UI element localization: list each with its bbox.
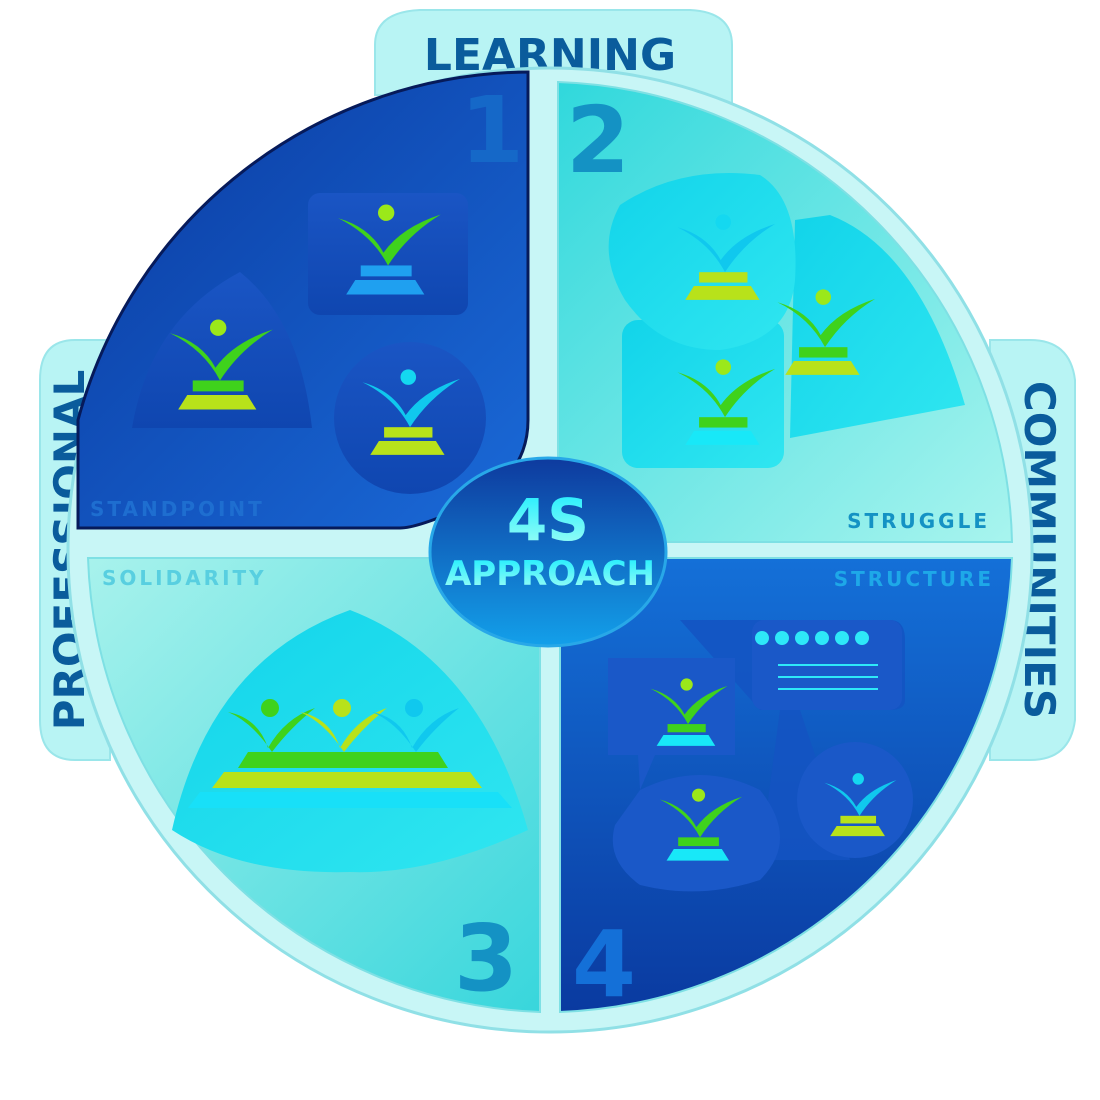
panel-shape: [790, 215, 965, 438]
quadrant-1-standpoint: 1 STANDPOINT: [76, 70, 530, 530]
center-title-approach: APPROACH: [445, 554, 655, 594]
quadrant-label-solidarity: SOLIDARITY: [102, 566, 267, 590]
quadrant-3-solidarity: 3 SOLIDARITY: [86, 557, 541, 1014]
quadrant-number-4: 4: [572, 911, 636, 1018]
speech-bubble-oval: [612, 775, 780, 892]
speech-bubble-square: [608, 658, 735, 790]
quadrant-label-standpoint: STANDPOINT: [90, 497, 265, 521]
group-of-people-icon: [188, 699, 512, 808]
speech-bubble-circle: [797, 742, 913, 858]
quadrant-label-structure: STRUCTURE: [834, 567, 994, 591]
quadrant-2-struggle: 2 STRUGGLE: [557, 80, 1014, 543]
quadrant-number-3: 3: [454, 905, 518, 1012]
center-title-4s: 4S: [507, 486, 589, 554]
quadrant-label-struggle: STRUGGLE: [847, 509, 990, 533]
message-dots: [755, 631, 878, 690]
quadrant-number-2: 2: [566, 87, 630, 194]
quadrant-number-1: 1: [460, 77, 524, 184]
panel-blob: [608, 173, 796, 350]
panel-triangle: [132, 272, 312, 428]
center-badge: 4S APPROACH: [428, 456, 668, 648]
quadrant-4-structure: 4 STRUCTURE: [559, 557, 1014, 1018]
